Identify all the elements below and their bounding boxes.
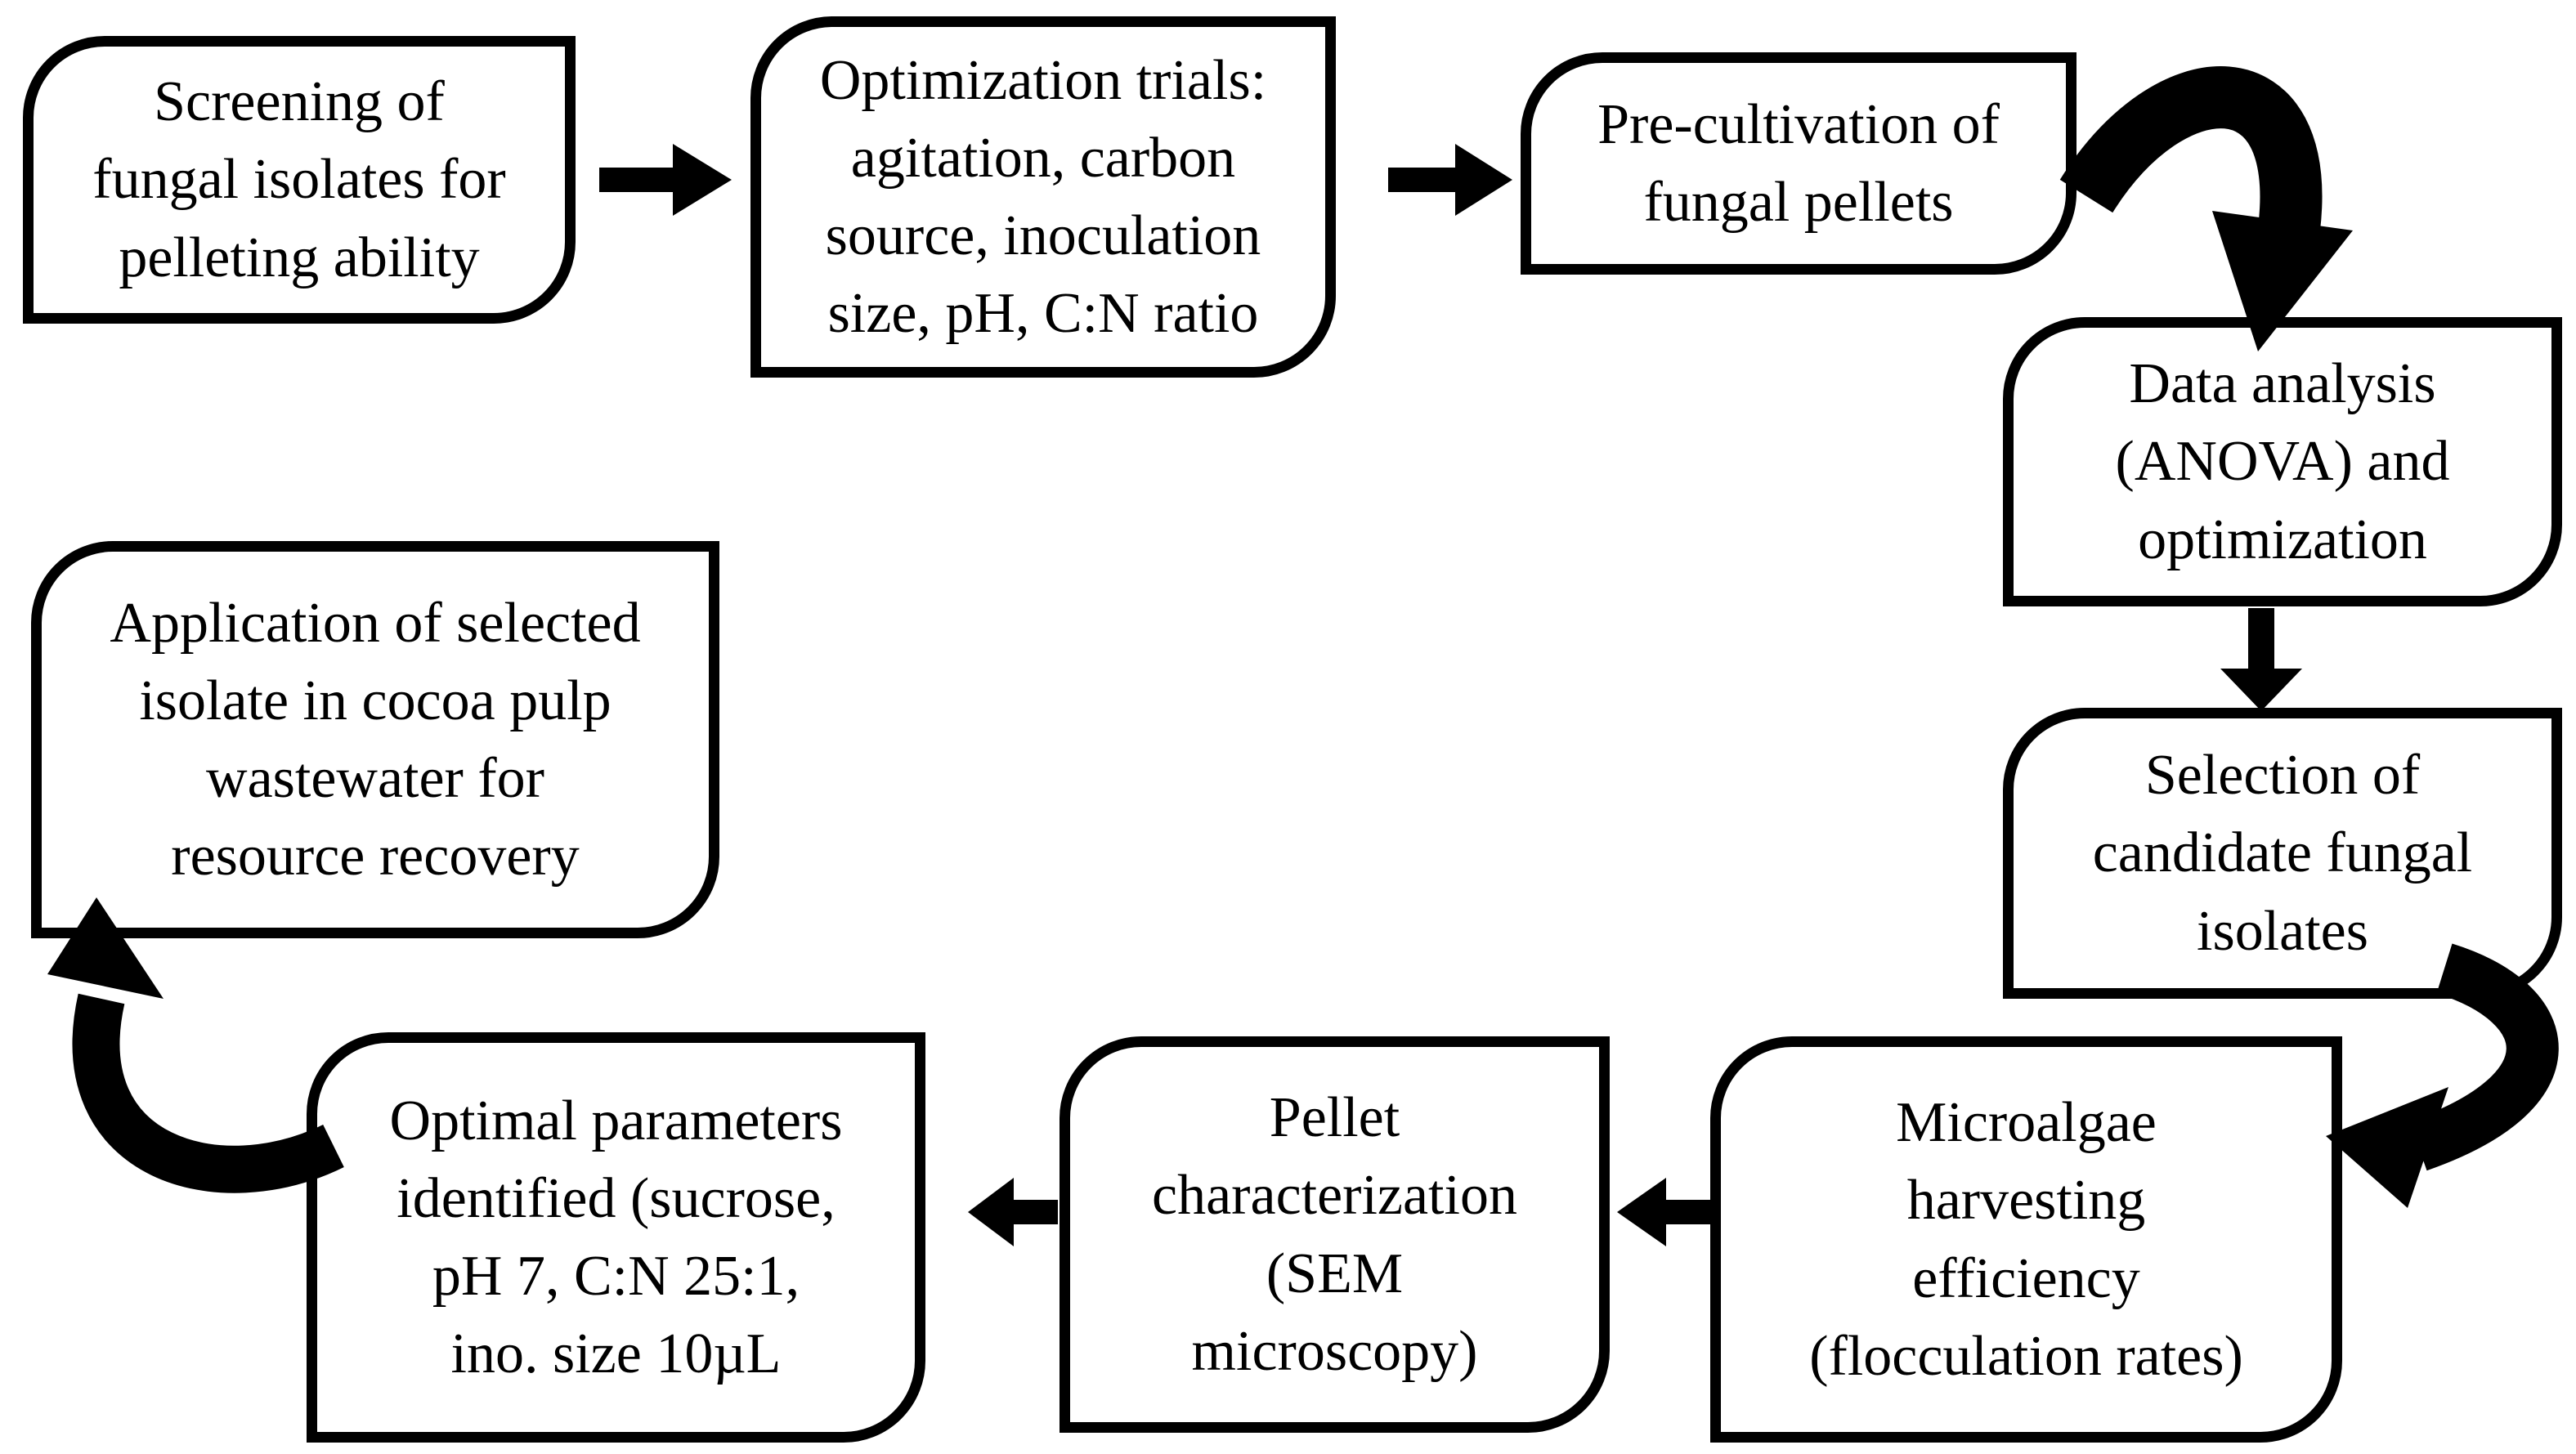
- flow-step-pellet-characterization: Pellet characterization (SEM microscopy): [1060, 1036, 1610, 1433]
- flow-step-application: Application of selected isolate in cocoa…: [31, 541, 719, 938]
- flow-step-microalgae-harvesting-label: Microalgae harvesting efficiency (floccu…: [1809, 1091, 2243, 1388]
- arrow-precultivation-to-data-analysis-icon: [2059, 66, 2353, 351]
- flow-step-optimal-parameters-label: Optimal parameters identified (sucrose, …: [389, 1089, 843, 1386]
- flow-step-data-analysis: Data analysis (ANOVA) and optimization: [2003, 317, 2562, 606]
- flow-step-selection-label: Selection of candidate fungal isolates: [2092, 744, 2473, 963]
- flow-step-optimization-trials-label: Optimization trials: agitation, carbon s…: [819, 48, 1267, 346]
- arrow-screening-to-optimization-icon: [599, 144, 732, 216]
- flow-step-selection: Selection of candidate fungal isolates: [2003, 708, 2562, 999]
- arrow-optimization-to-precultivation-icon: [1388, 144, 1512, 216]
- flow-step-pellet-characterization-label: Pellet characterization (SEM microscopy): [1152, 1086, 1517, 1383]
- flow-step-application-label: Application of selected isolate in cocoa…: [110, 591, 641, 888]
- arrow-microalgae-to-pellet-icon: [1617, 1178, 1714, 1246]
- flow-step-microalgae-harvesting: Microalgae harvesting efficiency (floccu…: [1710, 1036, 2342, 1443]
- arrow-selection-to-microalgae-icon: [2326, 943, 2559, 1208]
- flow-step-data-analysis-label: Data analysis (ANOVA) and optimization: [2115, 352, 2450, 571]
- flow-step-screening: Screening of fungal isolates for pelleti…: [23, 36, 576, 324]
- flow-step-precultivation-label: Pre-cultivation of fungal pellets: [1597, 92, 2000, 234]
- flow-step-optimal-parameters: Optimal parameters identified (sucrose, …: [307, 1032, 925, 1443]
- flow-step-precultivation: Pre-cultivation of fungal pellets: [1521, 52, 2076, 275]
- arrow-pellet-to-optimal-parameters-icon: [968, 1178, 1058, 1246]
- flow-step-screening-label: Screening of fungal isolates for pelleti…: [92, 70, 506, 289]
- flow-step-optimization-trials: Optimization trials: agitation, carbon s…: [750, 16, 1336, 378]
- arrow-data-analysis-to-selection-icon: [2220, 608, 2302, 711]
